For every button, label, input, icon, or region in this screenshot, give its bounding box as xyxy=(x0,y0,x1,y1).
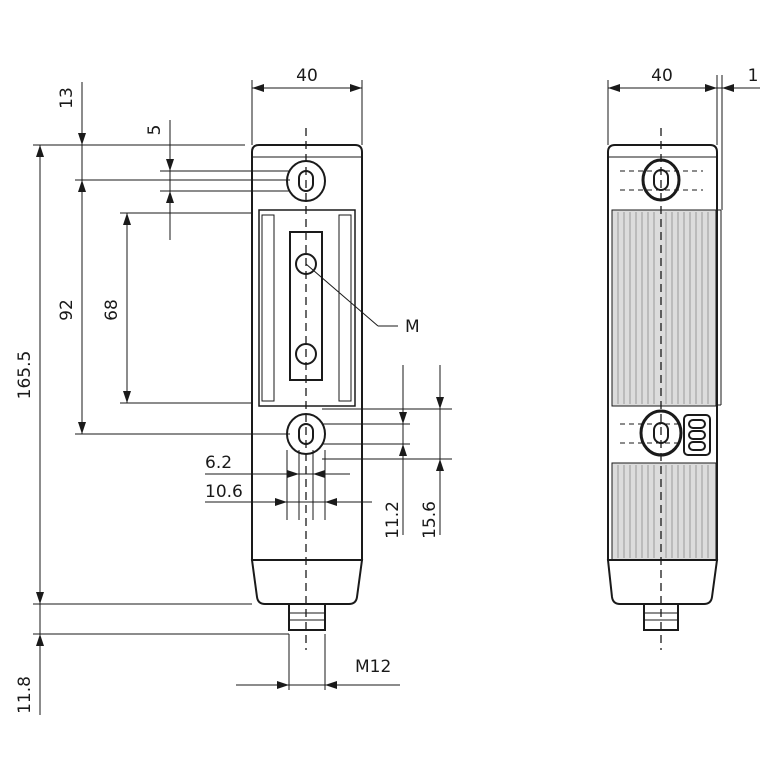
front-right-rail xyxy=(338,214,352,402)
side-dimensions: 40 1 xyxy=(607,66,760,210)
mount-callout-label: M xyxy=(405,317,420,337)
side-view xyxy=(606,128,722,650)
side-ribs xyxy=(617,212,709,558)
side-edge-label: 1 xyxy=(748,66,759,86)
front-inner-frame xyxy=(258,209,356,407)
led-indicator-icon xyxy=(683,414,711,456)
front-left-rail xyxy=(261,214,275,402)
front-connector xyxy=(288,603,326,631)
side-ribbed-panel-lower xyxy=(611,462,717,561)
offset-top-label: 13 xyxy=(57,87,77,109)
slot-label: 5 xyxy=(145,125,165,136)
hole-large-label: 10.6 xyxy=(205,482,243,502)
front-width-label: 40 xyxy=(296,66,318,86)
hole-small-label: 6.2 xyxy=(205,453,232,473)
front-bottom-head xyxy=(250,559,364,605)
led-segment xyxy=(688,419,706,429)
front-dimensions: 40 13 5 165.5 92 68 xyxy=(15,66,452,715)
side-bottom-head xyxy=(606,559,719,605)
connector-thread-label: M12 xyxy=(355,657,391,677)
connector-length-label: 11.8 xyxy=(15,676,35,714)
side-hole-marks xyxy=(620,170,703,444)
side-width-label: 40 xyxy=(651,66,673,86)
overall-height-label: 165.5 xyxy=(15,351,35,400)
hole-spacing-label: 92 xyxy=(57,299,77,321)
led-segment xyxy=(688,441,706,451)
inner-spacing-label: 68 xyxy=(102,299,122,321)
side-ribbed-panel-upper xyxy=(611,209,717,407)
led-segment xyxy=(688,430,706,440)
hole-small-vertical-label: 11.2 xyxy=(383,501,403,539)
hole-large-vertical-label: 15.6 xyxy=(420,501,440,539)
front-view xyxy=(250,128,364,650)
